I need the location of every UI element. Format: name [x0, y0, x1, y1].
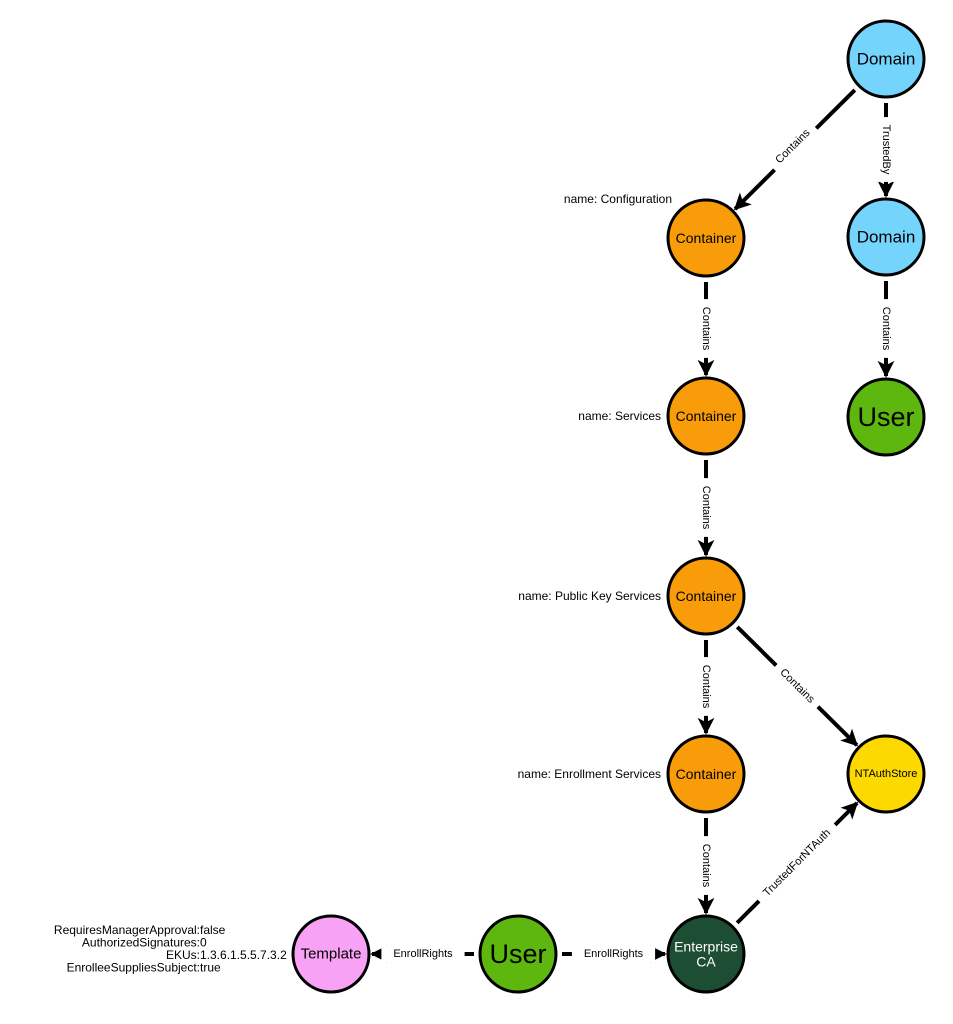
edge-label-contains: Contains [700, 486, 712, 530]
edge-label-contains: Contains [700, 307, 712, 351]
edge-label-contains: Contains [700, 844, 712, 888]
template-property: EnrolleeSuppliesSubject: true [67, 961, 221, 975]
edge-contains: Contains [697, 282, 715, 377]
edge-label-contains: Contains [700, 665, 712, 709]
node-ntauthstore[interactable]: NTAuthStore [846, 734, 926, 814]
template-property: RequiresManagerApproval: false [54, 923, 226, 937]
edge-label-trustedforntauth: TrustedForNTAuth [761, 827, 833, 899]
edge-label-group: Contains [698, 836, 714, 895]
node-user[interactable]: User [846, 377, 926, 457]
properties-layer: name: Configuration name: Services name: P… [54, 192, 672, 975]
edge-label-contains: Contains [880, 307, 892, 351]
edge-enrollrights: EnrollRights [562, 945, 667, 963]
container-name-property: name: Enrollment Services [518, 767, 661, 781]
edge-label-background [698, 478, 714, 537]
domain-node-label: Domain [857, 50, 916, 69]
nodes-layer: DomainDomainUserContainerContainerContai… [291, 19, 926, 994]
edge-label-background [381, 946, 465, 962]
template-property: EKUs: 1.3.6.1.5.5.7.3.2 [166, 948, 287, 962]
template-node-label: Template [301, 946, 362, 963]
edge-label-background [753, 819, 841, 907]
edge-label-enrollrights: EnrollRights [393, 948, 453, 960]
edge-label-group: Contains [878, 299, 894, 358]
template-property-key: AuthorizedSignatures: [82, 936, 200, 950]
edge-label-background [698, 657, 714, 716]
user-node-label: User [857, 402, 914, 432]
template-property-key: EnrolleeSuppliesSubject: [67, 961, 200, 975]
template-property-key: RequiresManagerApproval: [54, 923, 200, 937]
container-node-label: Container [676, 408, 737, 424]
edge-contains: Contains [877, 281, 895, 378]
template-property-value: false [200, 923, 226, 937]
template-property-value: 0 [200, 936, 207, 950]
node-container[interactable]: Container [666, 376, 746, 456]
edge-label-contains: Contains [773, 127, 813, 166]
edge-contains: Contains [697, 640, 715, 735]
container-name-property: name: Configuration [564, 192, 672, 206]
container-node-circle [666, 198, 746, 278]
edge-label-group: Contains [698, 299, 714, 358]
node-container[interactable]: Container [666, 734, 746, 814]
edge-label-background [698, 299, 714, 358]
container-node-label: Container [676, 588, 737, 604]
template-node-circle [291, 914, 371, 994]
edge-label-group: Contains [766, 120, 820, 173]
node-user[interactable]: User [478, 914, 558, 994]
edge-label-background [571, 946, 656, 962]
container-node-circle [666, 376, 746, 456]
edge-label-contains: Contains [777, 667, 817, 706]
template-property-value: true [200, 961, 221, 975]
edge-contains: Contains [697, 818, 715, 915]
edge-label-background [698, 836, 714, 895]
user-node-label: User [489, 939, 546, 969]
ntauthstore-node-circle [846, 734, 926, 814]
edge-label-group: Contains [698, 478, 714, 537]
edge-contains: Contains [735, 625, 859, 747]
enterprise-ca-node-circle [666, 914, 746, 994]
edge-label-group: Contains [770, 659, 824, 713]
node-container[interactable]: Container [666, 556, 746, 636]
edge-label-group: Contains [698, 657, 714, 716]
edge-label-group: TrustedForNTAuth [753, 819, 841, 907]
template-property: AuthorizedSignatures: 0 [82, 936, 207, 950]
user-node-circle [478, 914, 558, 994]
edge-label-trustedby: TrustedBy [880, 125, 892, 175]
edge-trustedby: TrustedBy [877, 103, 895, 198]
edge-label-group: EnrollRights [571, 946, 656, 962]
node-domain[interactable]: Domain [846, 19, 926, 99]
domain-node-circle [846, 19, 926, 99]
edge-label-background [770, 659, 824, 713]
template-property-value: 1.3.6.1.5.5.7.3.2 [200, 948, 287, 962]
edge-trustedforntauth: TrustedForNTAuth [735, 801, 859, 925]
template-property-key: EKUs: [166, 948, 200, 962]
edge-label-background [878, 299, 894, 358]
user-node-circle [846, 377, 926, 457]
container-node-circle [666, 734, 746, 814]
container-node-label: Container [676, 766, 737, 782]
domain-node-label: Domain [857, 228, 916, 247]
edge-label-background [766, 120, 820, 173]
container-node-circle [666, 556, 746, 636]
domain-node-circle [846, 197, 926, 277]
edge-label-group: TrustedBy [878, 117, 894, 182]
node-template[interactable]: Template [291, 914, 371, 994]
edge-contains: Contains [733, 88, 857, 211]
container-name-property: name: Public Key Services [518, 589, 661, 603]
edge-label-enrollrights: EnrollRights [584, 948, 644, 960]
container-name-property: name: Services [578, 409, 661, 423]
container-node-label: Container [676, 230, 737, 246]
edge-contains: Contains [697, 460, 715, 557]
edge-label-group: EnrollRights [381, 946, 465, 962]
node-container[interactable]: Container [666, 198, 746, 278]
edge-label-background [878, 117, 894, 182]
edge-enrollrights: EnrollRights [370, 945, 474, 963]
ntauthstore-node-label: NTAuthStore [855, 768, 918, 780]
node-domain[interactable]: Domain [846, 197, 926, 277]
